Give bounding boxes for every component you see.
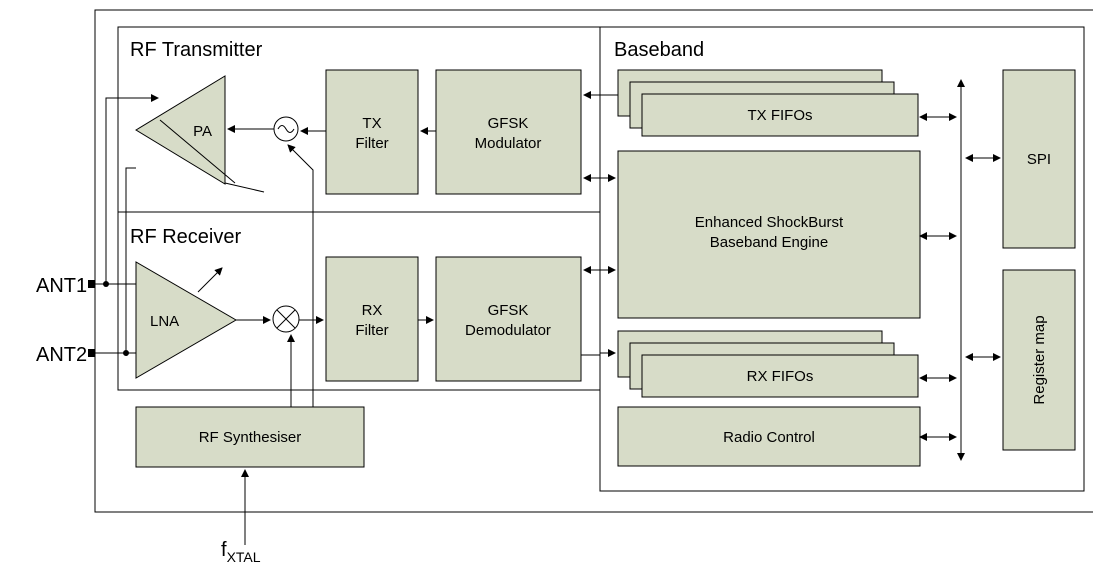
radio-control-block: Radio Control xyxy=(617,406,921,467)
pa-label: PA xyxy=(193,123,212,140)
gfsk-demodulator-label-1: GFSK xyxy=(488,302,529,319)
gfsk-demodulator-label-2: Demodulator xyxy=(465,322,551,339)
rx-filter-block: RX Filter xyxy=(325,256,419,382)
ant1-to-pa-wire xyxy=(105,94,159,284)
spi-block: SPI xyxy=(1002,69,1076,249)
gfsk-modulator-label-1: GFSK xyxy=(488,115,529,132)
rx-filter-label-2: Filter xyxy=(355,322,388,339)
pa-amplifier: PA xyxy=(135,75,265,193)
pa-variable-gain-arrow xyxy=(159,119,236,184)
ant2-to-pa-wire xyxy=(125,167,136,353)
spi-label: SPI xyxy=(1027,151,1051,168)
mixer-symbol xyxy=(272,305,300,333)
tx-filter-label-1: TX xyxy=(362,115,381,132)
ant2-pin xyxy=(88,349,95,357)
enhanced-shockburst-block: Enhanced ShockBurst Baseband Engine xyxy=(617,150,921,319)
chip-outline xyxy=(94,9,1093,513)
rx-fifos-stack: RX FIFOs xyxy=(617,330,919,398)
tx-filter-block: TX Filter xyxy=(325,69,419,195)
esb-label-1: Enhanced ShockBurst xyxy=(695,214,844,231)
rx-fifos-label: RX FIFOs xyxy=(747,368,814,385)
baseband-frame xyxy=(599,26,1085,492)
rf-synthesiser-label: RF Synthesiser xyxy=(199,429,302,446)
demodulator-to-rx-fifo-arrow xyxy=(581,349,616,357)
radio-control-label: Radio Control xyxy=(723,429,815,446)
synth-to-oscillator-line xyxy=(287,144,314,407)
fxtal-subscript: XTAL xyxy=(227,549,261,565)
rf-receiver-title: RF Receiver xyxy=(130,226,241,248)
tx-fifos-stack: TX FIFOs xyxy=(617,69,919,137)
esb-label-2: Baseband Engine xyxy=(710,234,828,251)
fxtal-label: fXTAL xyxy=(221,539,261,565)
register-map-block: Register map xyxy=(1002,269,1076,451)
gfsk-modulator-block: GFSK Modulator xyxy=(435,69,582,195)
fxtal-main: f xyxy=(221,539,227,561)
ant2-label: ANT2 xyxy=(36,344,87,366)
rf-synthesiser-block: RF Synthesiser xyxy=(135,406,365,468)
register-map-label: Register map xyxy=(1031,315,1048,404)
lna-label: LNA xyxy=(150,313,179,330)
lna-amplifier: LNA xyxy=(135,261,237,379)
baseband-title: Baseband xyxy=(614,39,704,61)
tx-filter-label-2: Filter xyxy=(355,135,388,152)
ant1-label: ANT1 xyxy=(36,275,87,297)
ant1-pin xyxy=(88,280,95,288)
rf-transmitter-title: RF Transmitter xyxy=(130,39,263,61)
gfsk-modulator-label-2: Modulator xyxy=(475,135,542,152)
rx-filter-label-1: RX xyxy=(362,302,383,319)
tx-fifos-label: TX FIFOs xyxy=(748,107,813,124)
gfsk-demodulator-block: GFSK Demodulator xyxy=(435,256,582,382)
lna-variable-gain-arrow xyxy=(197,267,223,293)
oscillator-symbol xyxy=(273,116,299,142)
